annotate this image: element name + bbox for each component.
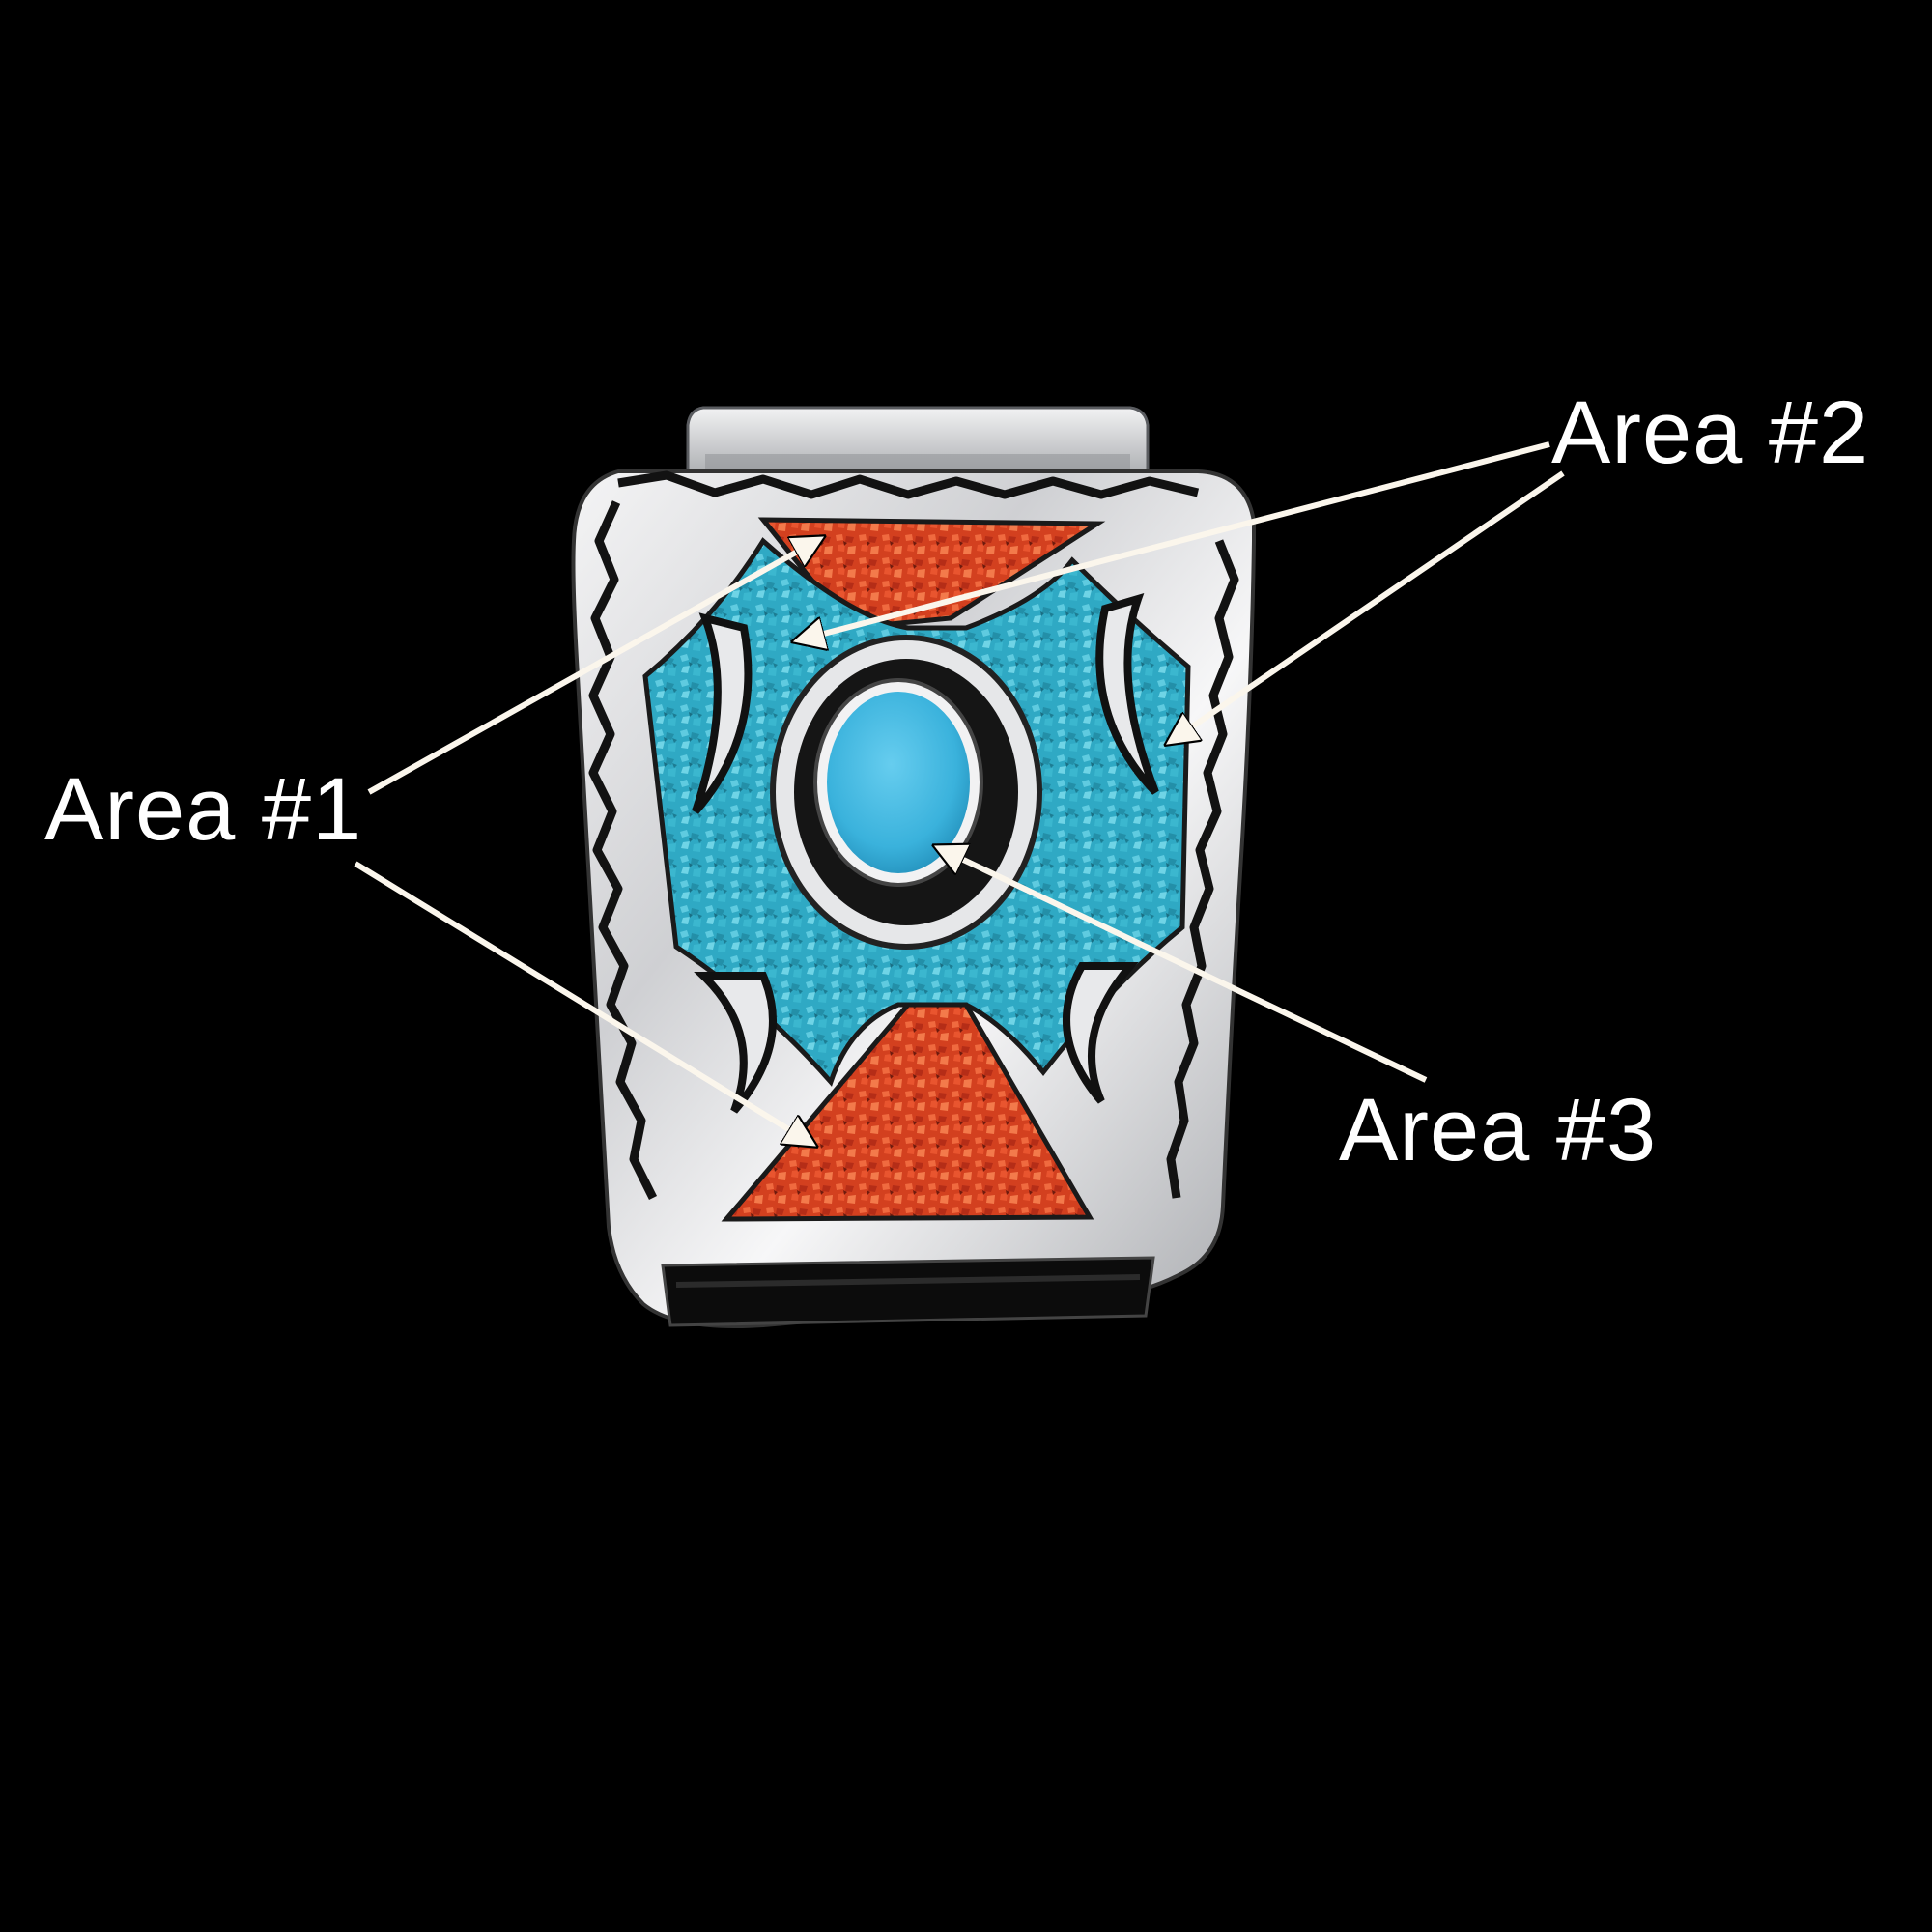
stamped-border xyxy=(588,470,1239,1201)
arrow-area-3 xyxy=(935,846,1428,1083)
arrow-area-2-center xyxy=(794,441,1550,641)
area-3-label: Area #3 xyxy=(1339,1081,1658,1179)
center-turquoise-stone xyxy=(827,692,970,873)
annotation-arrows xyxy=(354,441,1565,1146)
arrow-area-1-bottom xyxy=(354,861,815,1146)
area-2-label: Area #2 xyxy=(1551,384,1870,482)
silver-fins xyxy=(692,592,1159,1114)
area-1-label: Area #1 xyxy=(44,760,363,859)
arrow-area-1-top xyxy=(367,537,823,795)
arrow-area-2-right xyxy=(1167,470,1565,744)
bottom-slot xyxy=(661,1256,1155,1327)
